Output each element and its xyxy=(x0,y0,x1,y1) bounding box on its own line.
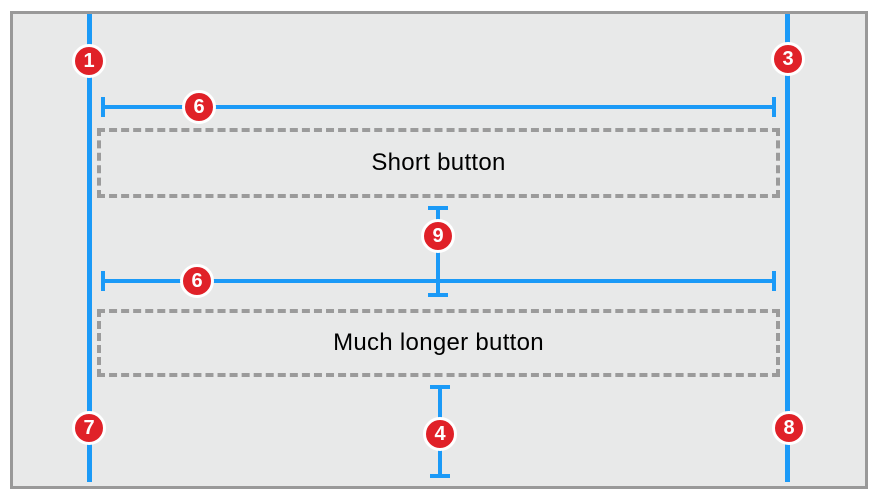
constraint-bar xyxy=(101,279,776,283)
bottom-end-cap xyxy=(430,474,450,478)
constraint-badge-7: 7 xyxy=(72,411,106,445)
right-margin-guide-line xyxy=(785,14,790,482)
constraint-badge-4: 4 xyxy=(423,417,457,451)
left-margin-guide-line xyxy=(87,14,92,482)
constraint-badge-3: 3 xyxy=(771,42,805,76)
short-button-label: Short button xyxy=(371,149,506,176)
top-width-constraint-line xyxy=(101,97,776,117)
bottom-end-cap xyxy=(428,293,448,297)
right-end-cap xyxy=(772,271,776,291)
layout-preview-panel: Short button Much longer button 1 3 6 9 … xyxy=(10,11,868,489)
constraint-badge-8: 8 xyxy=(772,411,806,445)
constraint-badge-9: 9 xyxy=(421,219,455,253)
constraint-bar xyxy=(101,105,776,109)
much-longer-button[interactable]: Much longer button xyxy=(97,309,780,377)
constraint-badge-6-bottom: 6 xyxy=(180,264,214,298)
much-longer-button-label: Much longer button xyxy=(333,329,544,356)
short-button[interactable]: Short button xyxy=(97,128,780,198)
right-end-cap xyxy=(772,97,776,117)
bottom-width-constraint-line xyxy=(101,271,776,291)
constraint-badge-1: 1 xyxy=(72,44,106,78)
constraint-badge-6-top: 6 xyxy=(182,90,216,124)
